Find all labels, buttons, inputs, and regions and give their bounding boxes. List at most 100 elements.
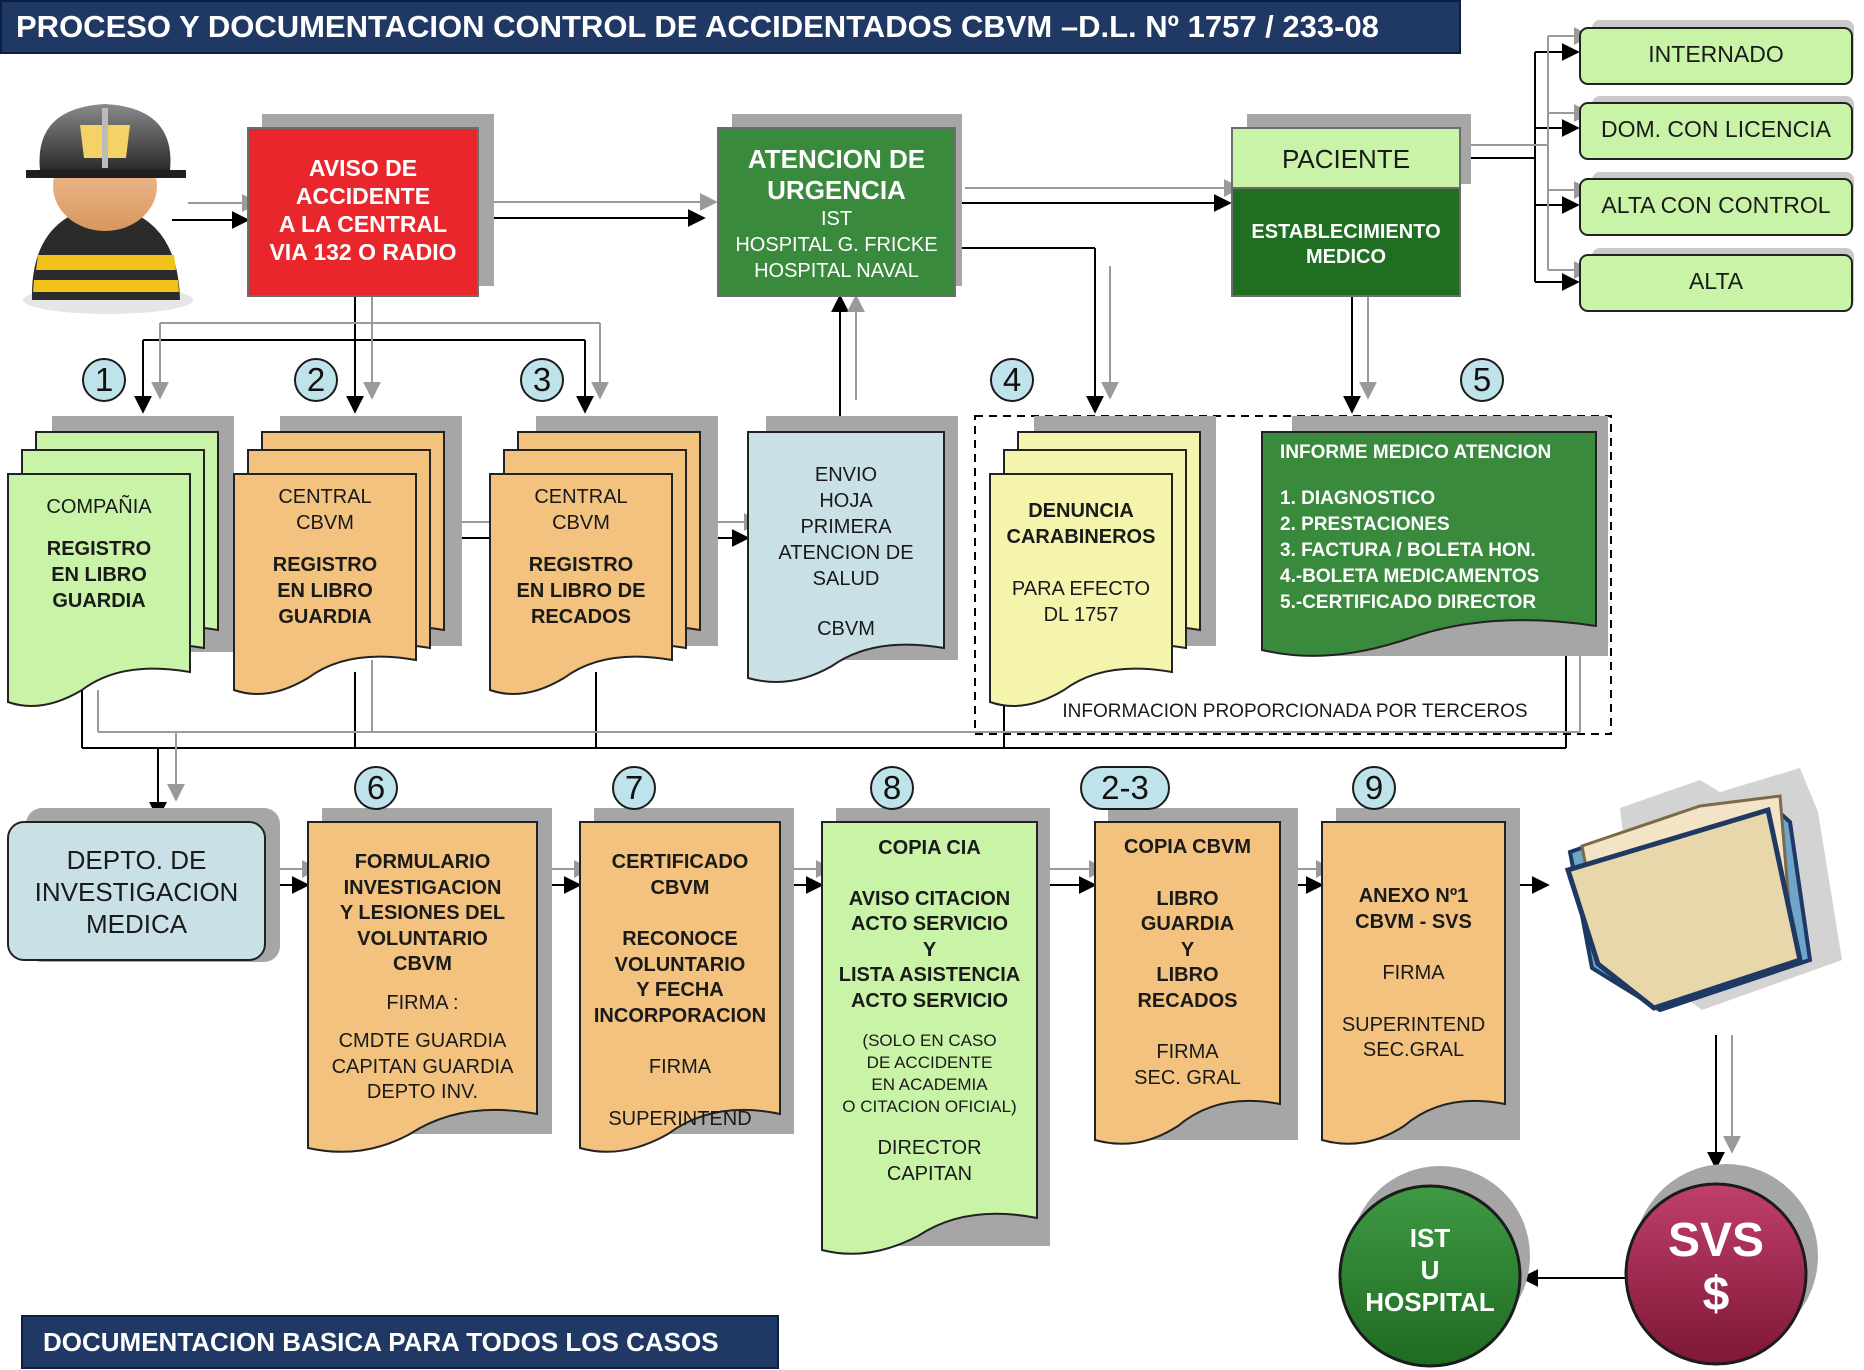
informe-item: 5.-CERTIFICADO DIRECTOR [1280, 592, 1537, 613]
doc3-line: CENTRAL [534, 486, 628, 508]
denuncia-line: DL 1757 [1043, 604, 1119, 626]
doc8-line: CAPITAN [886, 1162, 973, 1185]
doc8-line: (SOLO EN CASO [862, 1031, 997, 1050]
paciente-label: PACIENTE [1281, 144, 1411, 174]
depto-box [7, 808, 280, 962]
doc8-line: EN ACADEMIA [871, 1075, 988, 1094]
doc8-line: O CITACION OFICIAL) [842, 1097, 1017, 1116]
doc3-line: REGISTRO [528, 554, 634, 576]
doc6-line: DEPTO INV. [366, 1081, 479, 1103]
informe-item: 3. FACTURA / BOLETA HON. [1280, 540, 1536, 561]
doc23-line: LIBRO [1156, 887, 1219, 910]
atencion-line: URGENCIA [767, 175, 906, 205]
doc8-line: LISTA ASISTENCIA [838, 964, 1021, 986]
step-badge-8: 8 [870, 766, 914, 810]
doc1-line: COMPAÑIA [46, 496, 152, 518]
page-title: PROCESO Y DOCUMENTACION CONTROL DE ACCID… [0, 0, 1461, 54]
doc2-label: CENTRAL CBVM REGISTRO EN LIBRO GUARDIA [234, 484, 416, 630]
step-badge-2: 2 [294, 358, 338, 402]
denuncia-label: DENUNCIA CARABINEROS PARA EFECTO DL 1757 [990, 498, 1172, 628]
aviso-box [247, 114, 494, 297]
ist-line: IST [1409, 1223, 1451, 1253]
doc6-line: INVESTIGACION [343, 876, 502, 899]
doc8-line: Y [922, 938, 937, 961]
denuncia-line: CARABINEROS [1006, 526, 1156, 548]
doc2-line: CENTRAL [278, 486, 372, 508]
establecimiento-label: ESTABLECIMIENTO MEDICO [1232, 220, 1460, 270]
envio-line: SALUD [812, 568, 880, 590]
doc6-line: CBVM [393, 953, 452, 975]
aviso-line: ACCIDENTE [295, 183, 431, 209]
doc23-line: COPIA CBVM [1123, 836, 1252, 858]
doc1-line: EN LIBRO [51, 564, 147, 586]
informe-item: 1. DIAGNOSTICO [1280, 488, 1436, 509]
doc3-stack [489, 416, 718, 695]
folder-icon [1564, 768, 1842, 1013]
doc8-line: DE ACCIDENTE [866, 1053, 993, 1072]
doc23-line: RECADOS [1137, 989, 1238, 1012]
doc9-line: ANEXO Nº1 [1358, 885, 1469, 907]
establecimiento-line: ESTABLECIMIENTO [1251, 221, 1441, 243]
outcome-dom-licencia: DOM. CON LICENCIA [1600, 116, 1832, 142]
outcome-boxes [1579, 20, 1854, 312]
denuncia-line: PARA EFECTO [1011, 578, 1151, 600]
atencion-line: IST [820, 208, 853, 230]
doc2-line: EN LIBRO [277, 580, 373, 602]
paciente-box [1231, 114, 1471, 297]
envio-line: CBVM [817, 618, 875, 640]
denuncia-line: DENUNCIA [1028, 500, 1134, 522]
doc7-line: INCORPORACION [593, 1004, 767, 1027]
doc7-line: VOLUNTARIO [614, 953, 746, 976]
outcome-internado: INTERNADO [1648, 41, 1784, 67]
denuncia-stack [989, 416, 1216, 707]
envio-doc [747, 416, 958, 683]
doc6-label: FORMULARIO INVESTIGACION Y LESIONES DEL … [308, 850, 537, 1106]
informe-title: INFORME MEDICO ATENCION [1280, 442, 1552, 463]
outcome-alta-control: ALTA CON CONTROL [1601, 192, 1831, 218]
connectors [81, 27, 1741, 1287]
doc2-line: GUARDIA [278, 606, 372, 628]
doc8-line: ACTO SERVICIO [850, 989, 1009, 1012]
doc8-line: COPIA CIA [878, 837, 981, 859]
svs-line: SVS [1667, 1214, 1765, 1267]
doc6-line: VOLUNTARIO [357, 927, 488, 950]
doc6-line: FIRMA : [386, 991, 459, 1014]
doc23-line: Y [1180, 938, 1195, 961]
doc6-line: CAPITAN GUARDIA [331, 1055, 514, 1078]
doc23-line: GUARDIA [1140, 913, 1235, 935]
step-badge-3: 3 [520, 358, 564, 402]
doc9-line: FIRMA [1382, 962, 1445, 984]
doc7-line: RECONOCE [622, 928, 738, 950]
firefighter-icon [23, 104, 193, 314]
doc9-line: SUPERINTEND [1341, 1013, 1486, 1036]
step-badge-7: 7 [612, 766, 656, 810]
doc7-line: Y FECHA [636, 979, 724, 1001]
doc1-stack [7, 416, 234, 707]
doc2-line: CBVM [296, 512, 354, 534]
doc8-line: AVISO CITACION [848, 887, 1011, 910]
doc7-line: SUPERINTEND [608, 1107, 752, 1130]
atencion-line: ATENCION DE [747, 144, 926, 174]
ist-label: IST U HOSPITAL [1340, 1222, 1520, 1318]
doc8-line: DIRECTOR [877, 1137, 982, 1159]
aviso-line: AVISO DE [308, 155, 418, 181]
doc23 [1094, 808, 1298, 1145]
doc2-stack [233, 416, 462, 695]
informe-label: INFORME MEDICO ATENCION 1. DIAGNOSTICO 2… [1280, 440, 1600, 616]
envio-line: ATENCION DE [778, 542, 914, 564]
doc6-line: FORMULARIO [354, 851, 491, 873]
informe-doc [1261, 416, 1608, 657]
atencion-box [717, 114, 962, 297]
doc7-label: CERTIFICADO CBVM RECONOCE VOLUNTARIO Y F… [580, 850, 780, 1132]
doc9-line: CBVM - SVS [1355, 910, 1472, 933]
doc7-line: CERTIFICADO [611, 851, 749, 873]
informe-item: 4.-BOLETA MEDICAMENTOS [1280, 566, 1540, 587]
step-badge-6: 6 [354, 766, 398, 810]
establecimiento-line: MEDICO [1306, 246, 1386, 268]
ist-line: HOSPITAL [1365, 1287, 1495, 1317]
aviso-label: AVISO DE ACCIDENTE A LA CENTRAL VIA 132 … [248, 154, 478, 266]
depto-line: MEDICA [85, 909, 188, 939]
atencion-label: ATENCION DE URGENCIA IST HOSPITAL G. FRI… [718, 144, 955, 284]
